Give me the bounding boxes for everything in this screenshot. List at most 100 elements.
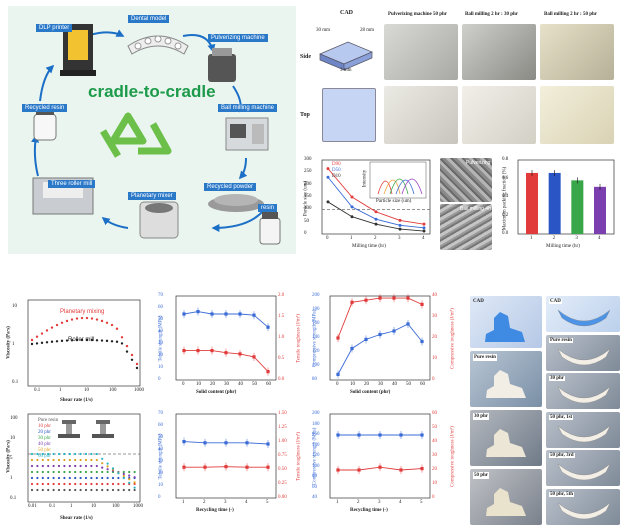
- mech-xtick: 3: [224, 500, 227, 505]
- mech-xtick: 60: [266, 382, 271, 387]
- visc-top-point-roller: [85, 338, 89, 342]
- visc-top-point-planetary: [125, 344, 129, 348]
- visc-top-xtick: 1000: [134, 388, 144, 393]
- row-top: Top: [300, 112, 310, 118]
- mech-ytick-left: 100: [312, 463, 320, 469]
- packing-ytick: 0.2: [502, 212, 509, 218]
- visc-bottom-point: [47, 476, 50, 480]
- mech-xlabel: Recycling time (-): [196, 508, 234, 513]
- mech-ytick-left: 10: [158, 365, 163, 370]
- visc-top-xtick: 1: [59, 388, 62, 393]
- visc-top-point-planetary: [45, 329, 49, 332]
- dental-model-icon: [127, 35, 189, 55]
- visc-bottom-point: [68, 464, 71, 468]
- particle-point: [398, 218, 402, 222]
- visc-bottom-legend-item: 40 phr: [38, 442, 51, 447]
- mech-ytick-left: 30: [158, 341, 163, 346]
- mech-ytick-left: 20: [158, 353, 163, 358]
- mech-xtick: 10: [350, 382, 355, 387]
- visc-bottom-point: [47, 488, 50, 492]
- visc-bottom-point: [90, 452, 93, 456]
- mech-plot-frame: [175, 413, 277, 499]
- mech-ylabel-right: Tensile toughness (J/m³): [296, 314, 302, 363]
- visc-bottom-point: [79, 482, 82, 486]
- mech-xtick: 20: [364, 382, 369, 387]
- visc-bottom-point: [79, 464, 82, 468]
- visc-bottom-point: [41, 452, 44, 456]
- step-label-dlp-printer: DLP printer: [36, 24, 73, 32]
- packing-bar: [571, 180, 584, 234]
- cad-side-block: [319, 41, 373, 71]
- packing-xtick: 1: [530, 236, 533, 241]
- mech-ytick-right: 2.0: [278, 293, 285, 298]
- visc-bottom-point: [117, 476, 120, 480]
- visc-bottom-point: [133, 476, 136, 479]
- visc-bottom-xlabel: Shear rate (1/s): [60, 516, 93, 521]
- mech-ytick-left: 20: [158, 471, 163, 476]
- mech-ylabel-left: Compressive strength (MPa): [312, 309, 318, 368]
- visc-bottom-point: [79, 470, 82, 474]
- visc-top-point-roller: [30, 342, 34, 346]
- visc-bottom-point: [122, 482, 125, 486]
- visc-bottom-point: [128, 478, 131, 481]
- sphinx-cad-icon: [485, 312, 525, 342]
- mech-recycle-left-chart: [175, 413, 277, 499]
- particle-ytick: 200: [304, 181, 312, 187]
- visc-bottom-point: [57, 482, 61, 486]
- visc-bottom-point: [30, 488, 34, 492]
- visc-bottom-point: [84, 476, 88, 480]
- visc-bottom-point: [30, 482, 34, 486]
- particle-xtick: 4: [422, 236, 425, 241]
- visc-top-point-planetary: [70, 318, 74, 321]
- visc-bottom-point: [41, 488, 44, 492]
- mech-ytick-right: 0.50: [278, 467, 287, 472]
- visc-top-point-planetary: [65, 319, 69, 323]
- cad-top-square: [322, 88, 376, 142]
- visc-bottom-point: [68, 458, 71, 462]
- recycle-symbol-icon: [99, 112, 172, 158]
- visc-bottom-point: [30, 470, 34, 474]
- visc-bottom-point: [128, 470, 131, 474]
- visc-bottom-point: [47, 452, 50, 456]
- particle-point: [422, 226, 426, 230]
- visc-bottom-ytick: 1: [10, 476, 13, 481]
- visc-bottom-point: [117, 488, 120, 492]
- sphinx-30-shape: [486, 429, 526, 457]
- visc-top-point-roller: [90, 338, 94, 342]
- packing-bar: [594, 186, 606, 234]
- visc-top-point-roller: [65, 339, 69, 342]
- visc-top-point-planetary: [35, 335, 39, 338]
- visc-bottom-point: [133, 470, 136, 474]
- mech-ytick-left: 80: [312, 474, 317, 479]
- visc-bottom-point: [101, 457, 104, 460]
- particle-ytick: 50: [304, 218, 309, 224]
- visc-bottom-point: [84, 458, 88, 462]
- visc-top-point-planetary: [115, 327, 119, 330]
- mech-xtick: 20: [210, 382, 215, 387]
- visc-bottom-point: [128, 474, 131, 477]
- particle-ytick: 300: [304, 157, 312, 162]
- visc-top-ytick: 10: [12, 304, 17, 309]
- visc-bottom-point: [122, 470, 125, 474]
- packing-ytick: 0.4: [502, 194, 509, 199]
- denture-arch: [557, 502, 611, 519]
- visc-bottom-point: [79, 476, 82, 480]
- mech-ytick-left: 50: [158, 317, 163, 322]
- visc-bottom-point: [36, 458, 39, 462]
- visc-bottom-point: [41, 458, 44, 462]
- particle-xtick: 2: [374, 236, 377, 241]
- visc-bottom-point: [36, 482, 39, 486]
- visc-bottom-point: [84, 452, 88, 456]
- visc-bottom-point: [36, 464, 39, 468]
- mech-ytick-left: 120: [312, 453, 320, 458]
- visc-top-point-roller: [45, 341, 49, 344]
- visc-top-xtick: 100: [109, 388, 117, 393]
- mech-xtick: 3: [378, 500, 381, 505]
- mech-ytick-left: 120: [312, 349, 320, 354]
- particle-inset-xlabel: Particle size (um): [376, 199, 412, 204]
- visc-bottom-point: [101, 488, 104, 492]
- visc-bottom-point: [36, 488, 39, 492]
- denture-label: 50 phr, 1st: [549, 414, 574, 420]
- visc-top-legend-planetary: Planetary mixing: [60, 309, 105, 315]
- mech-ytick-right: 1.50: [278, 411, 287, 416]
